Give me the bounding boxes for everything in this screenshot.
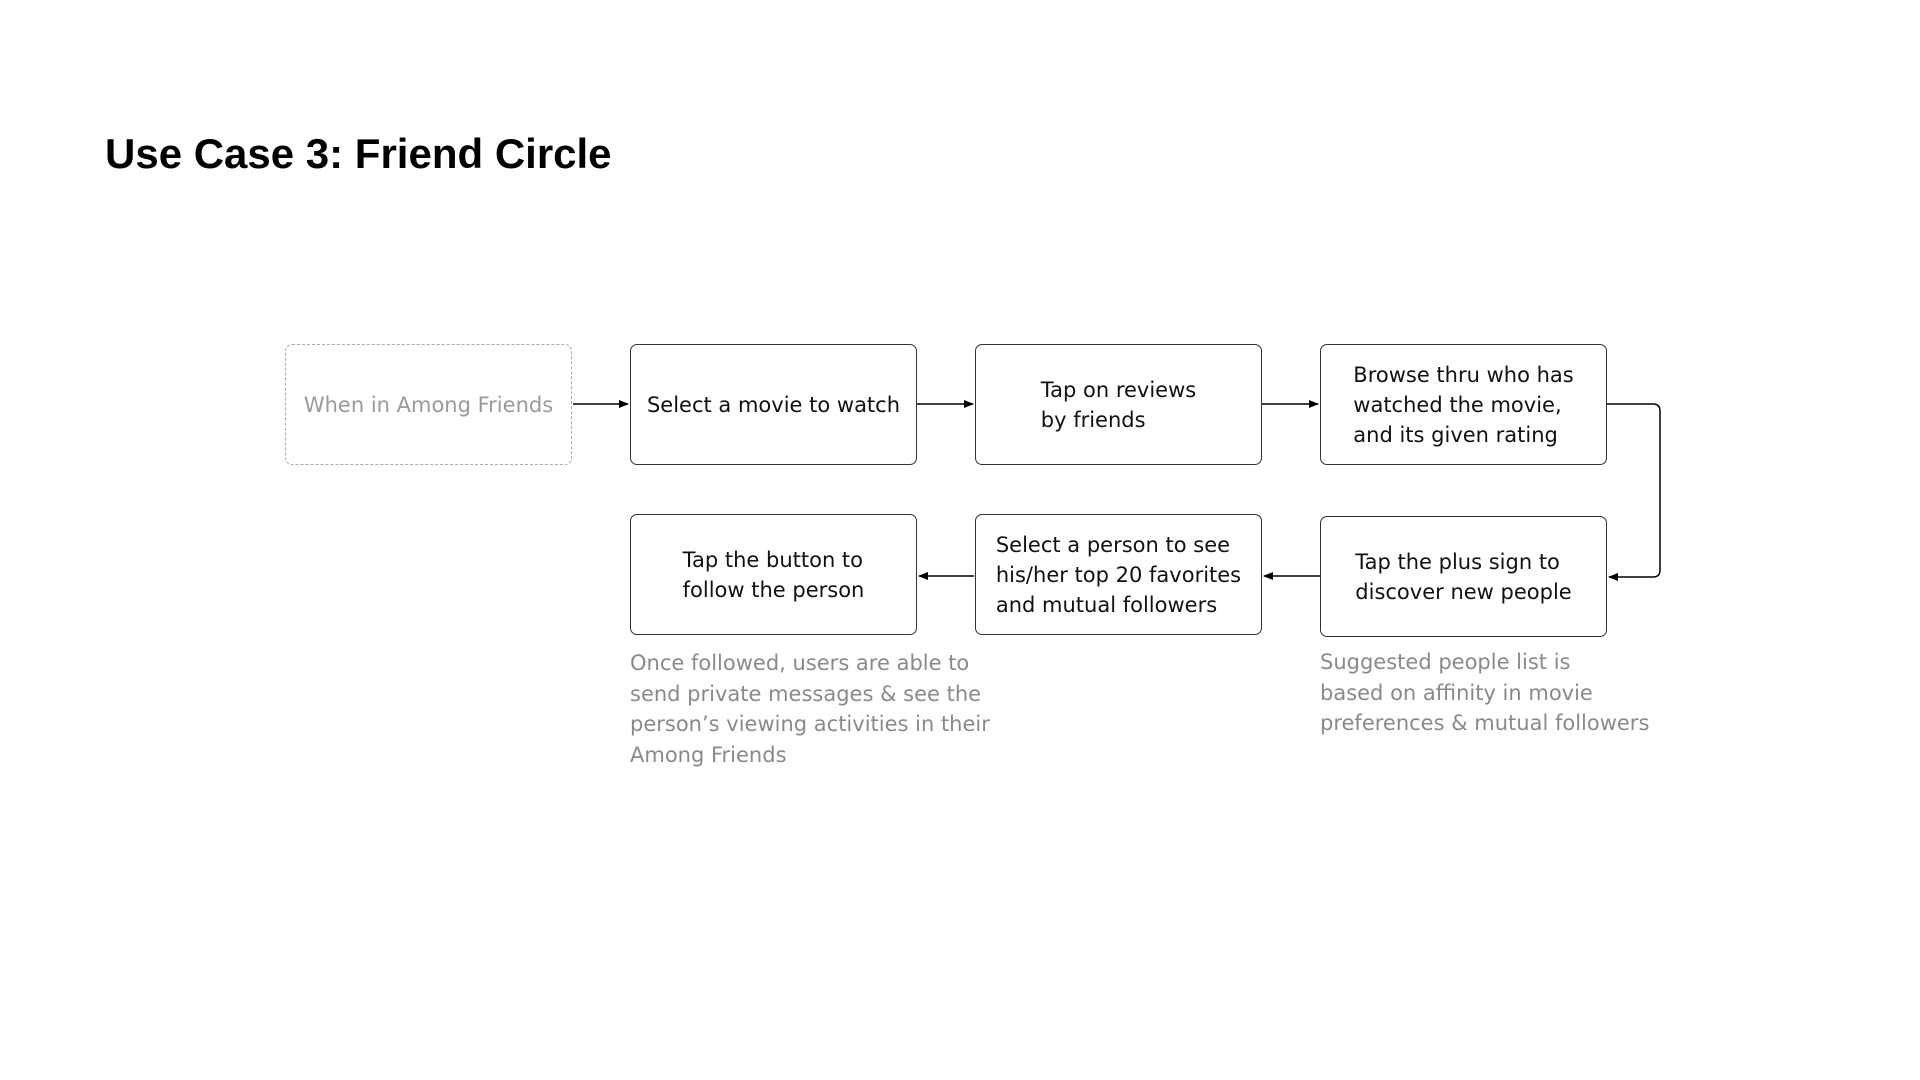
step-tap-reviews: Tap on reviews by friends [975,344,1262,465]
step-label: Tap the plus sign to discover new people [1355,549,1572,604]
step-browse-viewers: Browse thru who has watched the movie, a… [1320,344,1607,465]
step-tap-plus: Tap the plus sign to discover new people [1320,516,1607,637]
step-label: Select a movie to watch [646,392,901,417]
step-label: Tap on reviews by friends [1040,377,1197,432]
step-select-person: Select a person to see his/her top 20 fa… [975,514,1262,635]
page-title: Use Case 3: Friend Circle [105,130,612,177]
step-select-movie: Select a movie to watch [630,344,917,465]
note-suggested: Suggested people list is based on affini… [1320,650,1650,735]
step-label: Select a person to see his/her top 20 fa… [995,532,1242,617]
note-follow: Once followed, users are able to send pr… [630,651,990,767]
step-label: Tap the button to follow the person [682,547,865,602]
step-tap-follow: Tap the button to follow the person [630,514,917,635]
step-start: When in Among Friends [285,344,572,465]
step-label: When in Among Friends [303,392,554,417]
arrow-browse-viewers-to-tap-plus [1607,403,1661,581]
step-label: Browse thru who has watched the movie, a… [1353,362,1574,447]
